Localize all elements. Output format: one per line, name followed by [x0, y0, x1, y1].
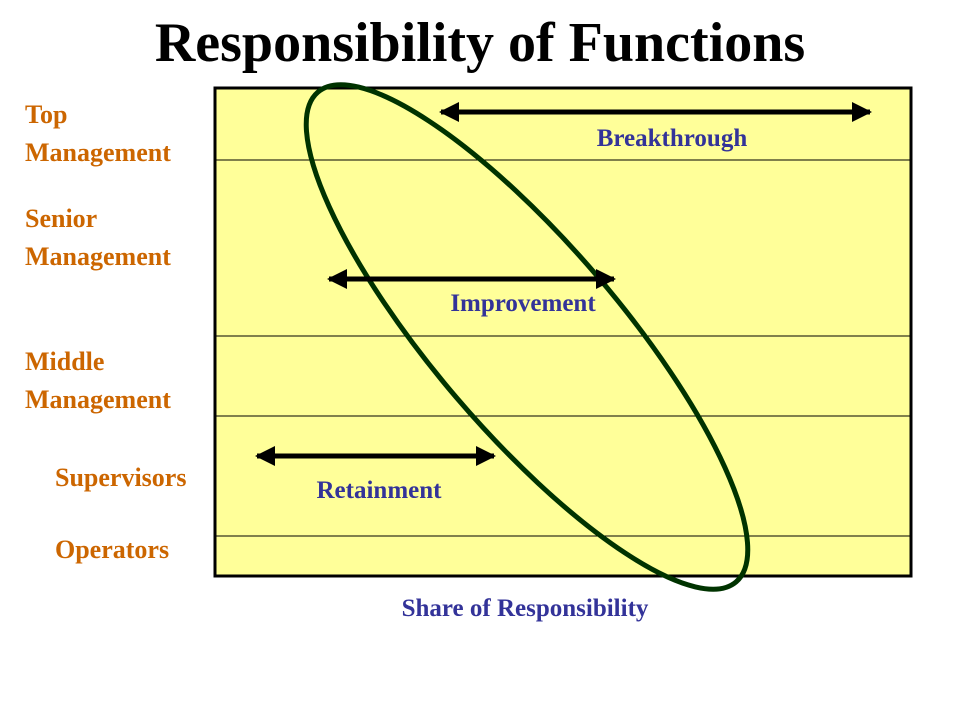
level-senior-management: Senior Management [25, 200, 171, 276]
level-label-line2: Management [25, 385, 171, 414]
level-top-management: Top Management [25, 96, 171, 172]
improvement-label: Improvement [450, 290, 596, 317]
breakthrough-label: Breakthrough [597, 125, 748, 152]
level-supervisors: Supervisors [55, 459, 186, 497]
level-operators: Operators [55, 531, 169, 569]
x-axis-label: Share of Responsibility [401, 595, 649, 622]
level-label-line1: Middle [25, 347, 105, 376]
level-label-line1: Top [25, 100, 68, 129]
level-label-line1: Operators [55, 535, 170, 564]
level-middle-management: Middle Management [25, 343, 171, 419]
level-label-line1: Supervisors [55, 463, 187, 492]
chart-area [213, 86, 913, 578]
retainment-label: Retainment [317, 477, 443, 504]
level-label-line2: Management [25, 138, 171, 167]
level-label-line2: Management [25, 242, 171, 271]
level-label-line1: Senior [25, 204, 98, 233]
slide-title: Responsibility of Functions [154, 12, 806, 74]
